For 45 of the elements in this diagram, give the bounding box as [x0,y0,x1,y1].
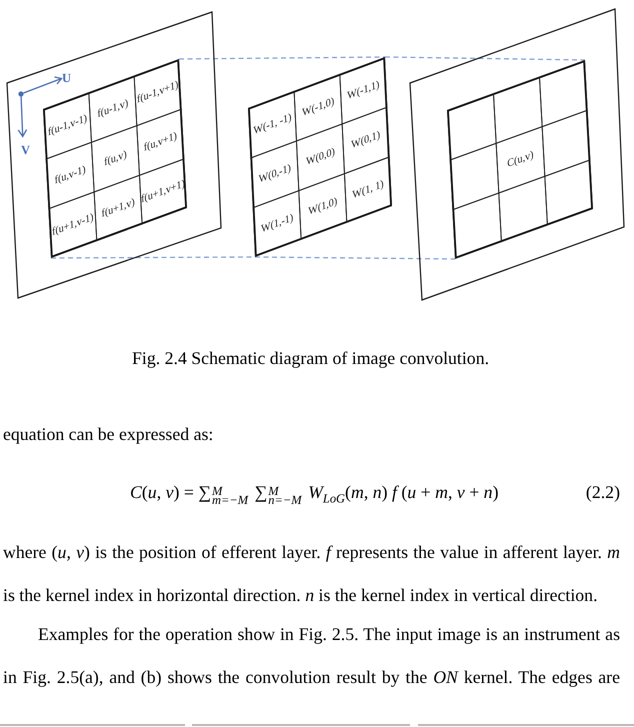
projection-line [255,256,455,260]
grid-cell [48,191,98,258]
grid-cell [94,174,143,242]
body-paragraph: where (u, v) is the position of efferent layer. f represents the value in afferent layer. m is the kernel index in horizontal direction. n is the kernel index in vertical direction. [3,540,620,606]
body-text: equation can be expressed as: [3,422,214,446]
image-plane [7,12,221,298]
pixel-expression: f(u-1,v) [97,98,128,120]
figure-caption: Fig. 2.4 Schematic diagram of image convolution. [132,347,490,370]
output-value: C(u,v) [507,150,534,170]
pixel-expression: f(u,v) [104,149,127,168]
grid-cell [342,106,390,174]
kernel-weight: W(1, 1) [352,178,384,201]
kernel-weight: W(1,-1) [260,212,294,235]
grid-cell [136,108,184,176]
grid-cell [498,176,548,242]
grid-cell [542,110,590,177]
grid-cell [539,60,588,128]
axis-label: U [62,71,72,85]
equation: C(u, v) = ∑$^{M}$$_{m=−M}$ ∑$^{M}$$_{n=−M}$ W$_{LoG}$(m, n) f (u + m, v + n) [130,480,498,510]
grid-cell [134,59,182,126]
output-grid [447,60,593,259]
kernel-weight: W(0,1) [351,130,380,152]
kernel-weight: W(-1,0) [302,96,334,120]
kernel-weight: W(-1, -1) [253,112,292,138]
input-pixel-grid [43,59,187,258]
grid-cell [252,190,302,257]
grid-cell [298,173,348,240]
pixel-expression: f(u+1,v) [101,196,135,220]
grid-cell [139,158,187,225]
kernel-grid [248,57,392,257]
equation-number: (2.2) [586,480,620,504]
kernel-weight: W(1,0) [308,196,338,218]
kernel-weight: W(-1,1) [347,79,380,102]
pixel-expression: f(u,v-1) [54,164,86,187]
grid-cell [452,192,502,259]
body-paragraph: Examples for the operation show in Fig. 2.5. The input image is an instrument as in Fig. 2.5(a), and (b) shows the convolution result by the ON kernel. The edges are [3,622,620,689]
kernel-weight: W(0,0) [306,146,336,168]
axis-label: V [21,143,30,157]
projection-line [179,56,385,60]
kernel-weight: W(0,-1) [258,162,292,186]
image-plane [410,9,624,300]
grid-cell [339,57,388,125]
projection-line [385,56,585,61]
grid-cell [344,156,392,223]
grid-cell [544,159,593,226]
